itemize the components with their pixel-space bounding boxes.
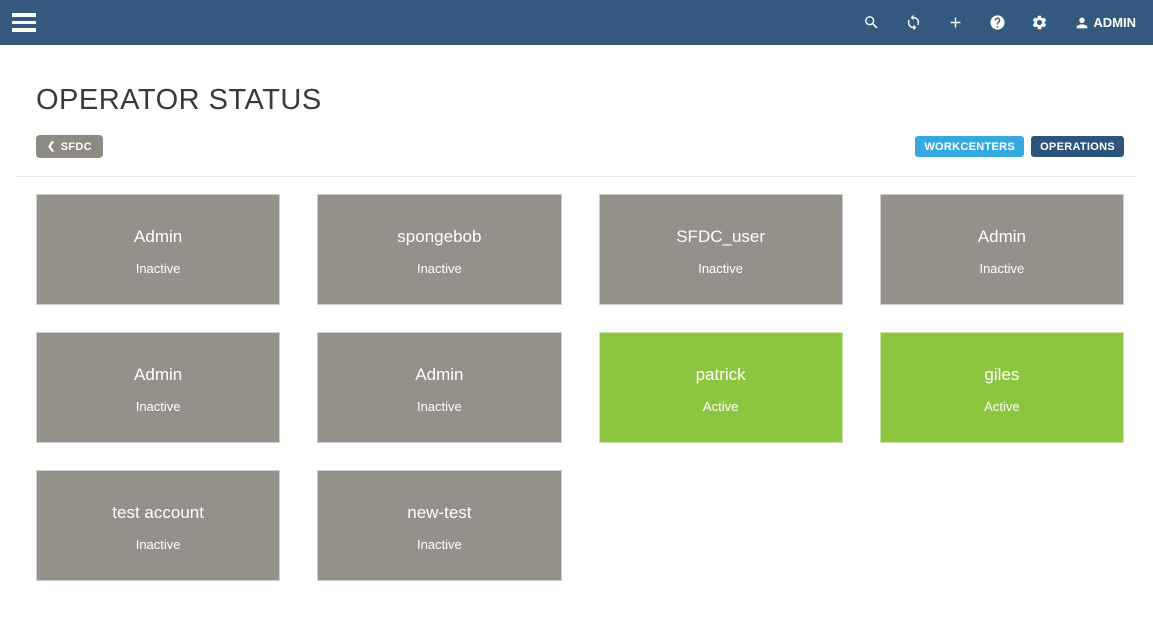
back-button[interactable]: ❮ SFDC [36, 135, 103, 158]
main-content: OPERATOR STATUS ❮ SFDC WORKCENTERS OPERA… [0, 86, 1153, 581]
page-title: OPERATOR STATUS [36, 86, 1153, 115]
operator-status: Active [881, 399, 1123, 414]
operations-button[interactable]: OPERATIONS [1031, 136, 1124, 157]
operator-status: Inactive [318, 261, 560, 276]
operator-name: Admin [37, 227, 279, 247]
toolbar: ❮ SFDC WORKCENTERS OPERATIONS [36, 135, 1124, 158]
operator-status: Inactive [318, 399, 560, 414]
operator-card[interactable]: new-test Inactive [317, 470, 561, 581]
divider [16, 176, 1137, 177]
operator-status: Inactive [600, 261, 842, 276]
operator-status: Inactive [881, 261, 1123, 276]
operator-status: Inactive [318, 537, 560, 552]
search-icon[interactable] [850, 0, 892, 45]
operator-card[interactable]: Admin Inactive [36, 194, 280, 305]
operator-status: Inactive [37, 261, 279, 276]
operator-card[interactable]: Admin Inactive [317, 332, 561, 443]
menu-icon[interactable] [10, 9, 38, 36]
operator-card[interactable]: Admin Inactive [880, 194, 1124, 305]
refresh-icon[interactable] [892, 0, 934, 45]
operator-card[interactable]: patrick Active [599, 332, 843, 443]
operator-name: patrick [600, 365, 842, 385]
workcenters-button[interactable]: WORKCENTERS [915, 136, 1024, 157]
chevron-left-icon: ❮ [47, 142, 56, 152]
operator-name: spongebob [318, 227, 560, 247]
operator-grid: Admin Inactive spongebob Inactive SFDC_u… [36, 194, 1124, 581]
operator-name: Admin [37, 365, 279, 385]
navbar-actions: ADMIN [850, 0, 1136, 45]
user-menu[interactable]: ADMIN [1074, 15, 1136, 31]
operator-name: Admin [881, 227, 1123, 247]
operator-status: Active [600, 399, 842, 414]
operator-name: giles [881, 365, 1123, 385]
operator-card[interactable]: test account Inactive [36, 470, 280, 581]
add-icon[interactable] [934, 0, 976, 45]
help-icon[interactable] [976, 0, 1018, 45]
operator-status: Inactive [37, 399, 279, 414]
operator-card[interactable]: SFDC_user Inactive [599, 194, 843, 305]
user-icon [1074, 15, 1090, 31]
settings-icon[interactable] [1018, 0, 1060, 45]
back-button-label: SFDC [61, 141, 92, 153]
top-navbar: ADMIN [0, 0, 1153, 45]
operator-card[interactable]: spongebob Inactive [317, 194, 561, 305]
operator-card[interactable]: Admin Inactive [36, 332, 280, 443]
operator-name: new-test [318, 503, 560, 523]
operator-name: test account [37, 503, 279, 523]
operator-name: Admin [318, 365, 560, 385]
operator-card[interactable]: giles Active [880, 332, 1124, 443]
operator-name: SFDC_user [600, 227, 842, 247]
operator-status: Inactive [37, 537, 279, 552]
user-label: ADMIN [1093, 15, 1136, 30]
